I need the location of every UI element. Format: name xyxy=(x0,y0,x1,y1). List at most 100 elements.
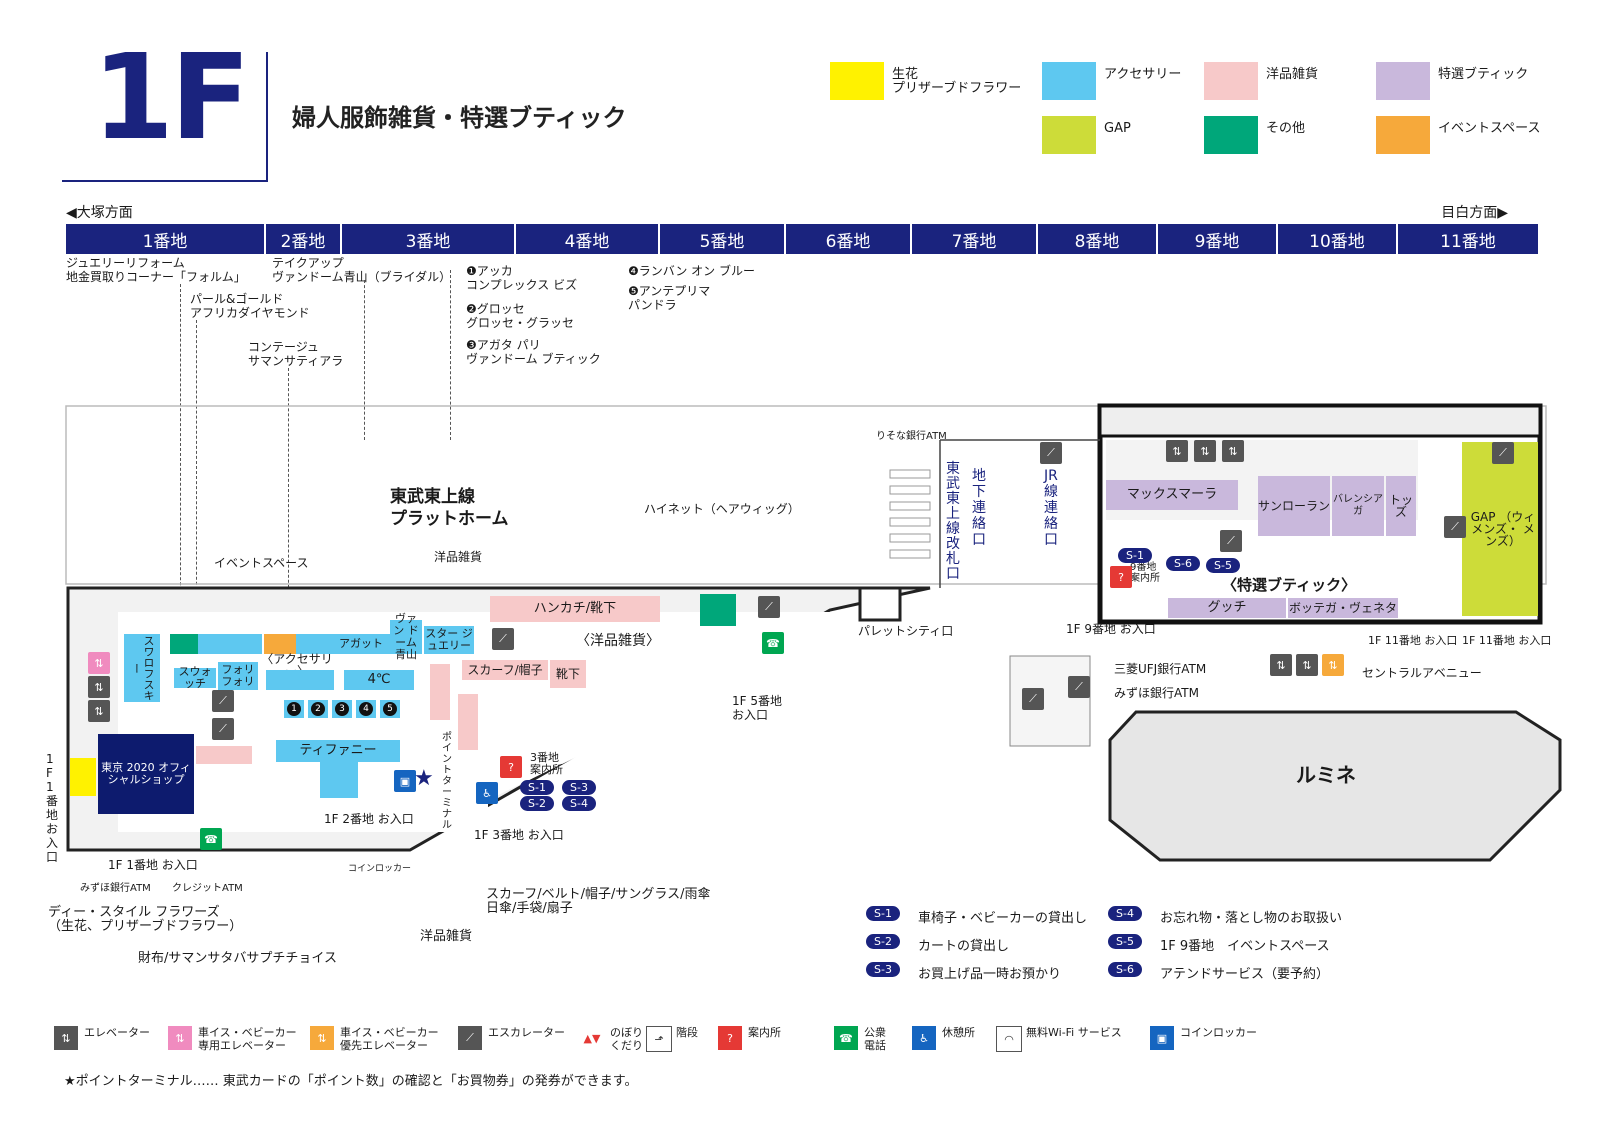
store-hainet[interactable] xyxy=(700,594,736,626)
label-jr-renraku[interactable]: JR線連絡口 xyxy=(1044,468,1058,548)
address-block[interactable]: 5番地 xyxy=(660,224,784,254)
note-yohin-bottom: 洋品雑貨 xyxy=(420,929,473,944)
store-num-3[interactable]: 3 xyxy=(332,700,352,718)
point-terminal-star-icon[interactable]: ★ xyxy=(414,766,434,791)
rest-icon: ♿ xyxy=(912,1026,936,1050)
escalator-icon[interactable]: ⟋ xyxy=(758,596,780,618)
store-4c[interactable]: 4℃ xyxy=(344,670,414,690)
address-block[interactable]: 1番地 xyxy=(66,224,264,254)
store-hankachi[interactable]: ハンカチ/靴下 xyxy=(490,596,660,622)
label-entrance-11a[interactable]: 1F 11番地 お入口 xyxy=(1368,634,1458,647)
label-point-terminal[interactable]: ポイントターミナル xyxy=(442,732,452,831)
label-coin-locker[interactable]: コインロッカー xyxy=(348,864,412,874)
service-badge[interactable]: S-1 xyxy=(1118,548,1152,563)
label-entrance-2[interactable]: 1F 2番地 お入口 xyxy=(324,812,414,826)
label-chika-renraku[interactable]: 地下連絡口 xyxy=(972,468,986,548)
store-tiffany[interactable]: ティファニー xyxy=(276,740,400,762)
store-gap[interactable]: GAP （ウィメンズ・ メンズ） xyxy=(1462,442,1538,616)
info-icon[interactable]: ? xyxy=(500,756,522,778)
wheelchair-elevator-icon[interactable]: ⇅ xyxy=(88,652,110,674)
store-star-jewelry[interactable]: スター ジュエリー xyxy=(424,626,474,654)
phone-icon: ☎ xyxy=(834,1026,858,1050)
service-badge[interactable]: S-2 xyxy=(520,796,554,811)
address-block[interactable]: 8番地 xyxy=(1038,224,1156,254)
address-block[interactable]: 3番地 xyxy=(342,224,514,254)
label-mizuho-atm-left[interactable]: みずほ銀行ATM xyxy=(80,883,151,894)
elevator-icon[interactable]: ⇅ xyxy=(1194,440,1216,462)
label-resona-atm[interactable]: りそな銀行ATM xyxy=(876,431,947,442)
escalator-icon[interactable]: ⟋ xyxy=(1022,688,1044,710)
label-entrance-3[interactable]: 1F 3番地 お入口 xyxy=(474,828,564,842)
label-entrance-1[interactable]: 1F 1番地 お入口 xyxy=(108,858,198,872)
address-block[interactable]: 11番地 xyxy=(1398,224,1538,254)
escalator-icon[interactable]: ⟋ xyxy=(212,690,234,712)
address-block[interactable]: 6番地 xyxy=(786,224,910,254)
icon-legend-label: コインロッカー xyxy=(1180,1026,1257,1039)
elevator-icon[interactable]: ⇅ xyxy=(1270,654,1292,676)
store-saint-laurent[interactable]: サンローラン xyxy=(1258,476,1330,536)
store-agatto[interactable]: アガット xyxy=(332,634,390,654)
store-num-5[interactable]: 5 xyxy=(380,700,400,718)
label-entrance-11b[interactable]: 1F 11番地 お入口 xyxy=(1462,634,1552,647)
service-badge[interactable]: S-3 xyxy=(562,780,596,795)
service-badge[interactable]: S-1 xyxy=(520,780,554,795)
label-info-3[interactable]: 3番地 案内所 xyxy=(530,751,563,776)
escalator-icon[interactable]: ⟋ xyxy=(1220,530,1242,552)
escalator-icon[interactable]: ⟋ xyxy=(1444,516,1466,538)
address-block[interactable]: 9番地 xyxy=(1158,224,1276,254)
label-entrance-9[interactable]: 1F 9番地 お入口 xyxy=(1066,622,1156,636)
label-mufg-atm[interactable]: 三菱UFJ銀行ATM xyxy=(1114,662,1207,676)
store-vendome[interactable]: ヴァン ドーム 青山 xyxy=(390,613,422,661)
store-swarovski[interactable]: スワロフスキー xyxy=(124,634,160,702)
store-num-2[interactable]: 2 xyxy=(308,700,328,718)
store-num-1[interactable]: 1 xyxy=(284,700,304,718)
priority-elevator-icon[interactable]: ⇅ xyxy=(1322,654,1344,676)
address-block[interactable]: 2番地 xyxy=(266,224,340,254)
service-badge[interactable]: S-6 xyxy=(1166,556,1200,571)
legend-label: その他 xyxy=(1266,121,1306,136)
elevator-icon[interactable]: ⇅ xyxy=(88,700,110,722)
address-block[interactable]: 4番地 xyxy=(516,224,658,254)
elevator-icon[interactable]: ⇅ xyxy=(1222,440,1244,462)
floor-title: 婦人服飾雑貨・特選ブティック xyxy=(292,104,627,132)
label-hainet: ハイネット（ヘアウィッグ） xyxy=(644,502,800,516)
store-balenciaga[interactable]: バレンシアガ xyxy=(1332,476,1384,536)
address-block[interactable]: 10番地 xyxy=(1278,224,1396,254)
escalator-icon[interactable]: ⟋ xyxy=(1068,676,1090,698)
label-entrance-1-vertical[interactable]: 1F1番地お入口 xyxy=(46,752,59,864)
elevator-icon[interactable]: ⇅ xyxy=(88,676,110,698)
escalator-icon[interactable]: ⟋ xyxy=(1040,442,1062,464)
store-num-4[interactable]: 4 xyxy=(356,700,376,718)
label-info-9[interactable]: 9番地 案内所 xyxy=(1130,562,1160,584)
label-tobu-gate[interactable]: 東武東上線改札口 xyxy=(946,461,960,582)
store-swatch[interactable]: スウォッチ xyxy=(174,666,216,690)
escalator-icon[interactable]: ⟋ xyxy=(1492,442,1514,464)
store-folli-follie[interactable]: フォリ フォリ xyxy=(218,662,258,690)
store-gucci[interactable]: グッチ xyxy=(1168,598,1286,618)
address-block[interactable]: 7番地 xyxy=(912,224,1036,254)
rest-icon[interactable]: ♿ xyxy=(476,782,498,804)
label-entrance-5[interactable]: 1F 5番地 お入口 xyxy=(732,694,782,722)
service-code: S-1 xyxy=(866,906,900,921)
store-flower[interactable] xyxy=(70,758,96,796)
service-badge[interactable]: S-4 xyxy=(562,796,596,811)
escalator-icon[interactable]: ⟋ xyxy=(492,628,514,650)
store-max-mara[interactable]: マックスマーラ xyxy=(1106,480,1238,510)
elevator-icon[interactable]: ⇅ xyxy=(1166,440,1188,462)
escalator-icon[interactable]: ⟋ xyxy=(212,718,234,740)
service-badge[interactable]: S-5 xyxy=(1206,558,1240,573)
store-scarf-hat[interactable]: スカーフ/帽子 xyxy=(462,660,548,680)
store-bottega[interactable]: ボッテガ・ヴェネタ xyxy=(1288,598,1398,618)
phone-icon[interactable]: ☎ xyxy=(200,828,222,850)
icon-legend-label: 無料Wi-Fi サービス xyxy=(1026,1026,1122,1039)
store-tokyo2020[interactable]: 東京 2020 オフィシャルショップ xyxy=(98,734,194,814)
coin-locker-icon[interactable]: ▣ xyxy=(394,770,416,792)
elevator-icon[interactable]: ⇅ xyxy=(1296,654,1318,676)
store-tods[interactable]: トッズ xyxy=(1386,476,1416,536)
info-icon[interactable]: ? xyxy=(1110,566,1132,588)
store-socks[interactable]: 靴下 xyxy=(550,660,586,688)
label-mizuho-atm-right[interactable]: みずほ銀行ATM xyxy=(1114,686,1199,700)
label-palette-city[interactable]: パレットシティ口 xyxy=(858,624,954,638)
phone-icon[interactable]: ☎ xyxy=(762,632,784,654)
label-credit-atm[interactable]: クレジットATM xyxy=(172,883,243,894)
